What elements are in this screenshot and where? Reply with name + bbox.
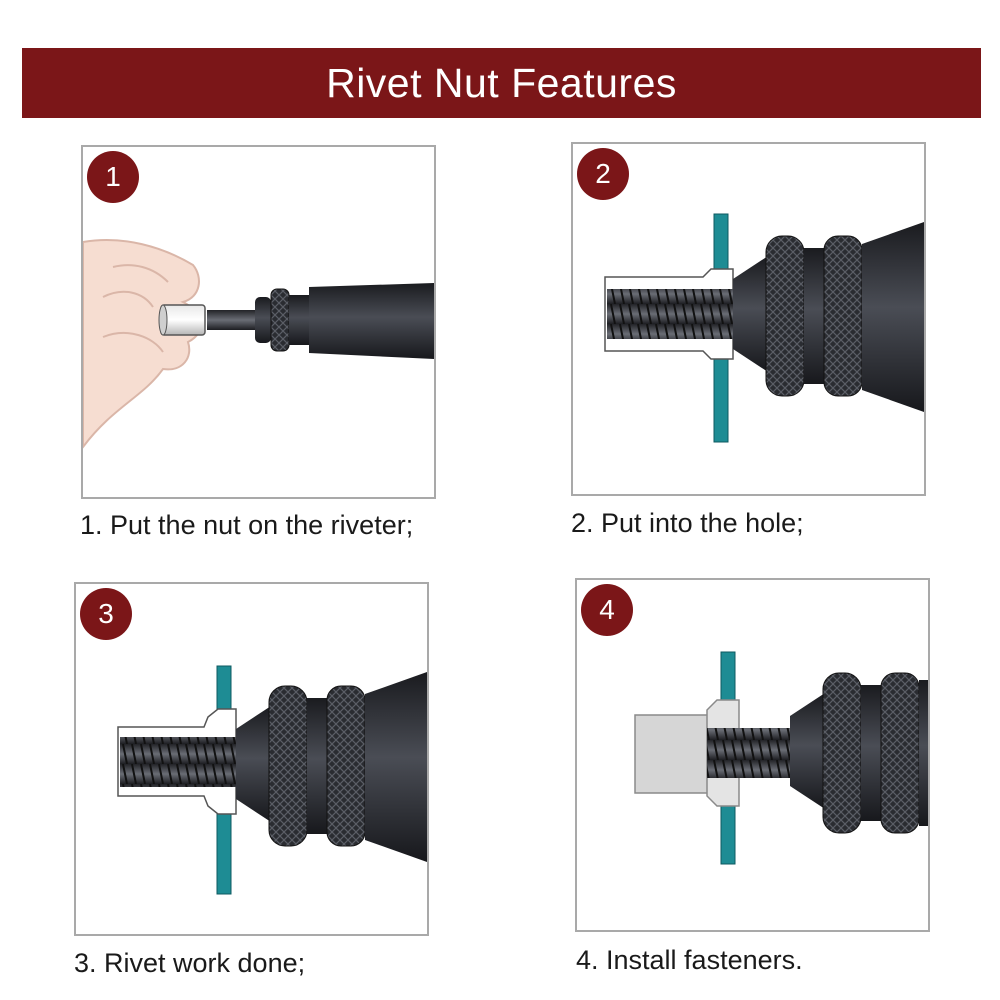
step-3-caption: 3. Rivet work done; xyxy=(74,948,306,978)
step-2-panel: 2 xyxy=(571,142,926,496)
step-4-badge: 4 xyxy=(581,584,633,636)
riveter-tool-icon xyxy=(236,672,427,862)
step-1-caption: 1. Put the nut on the riveter; xyxy=(80,510,414,540)
riveter-tool-icon xyxy=(790,672,928,834)
page-title: Rivet Nut Features xyxy=(326,59,677,106)
step-3-panel: 3 xyxy=(74,582,429,936)
bolt-icon xyxy=(707,728,792,778)
hand-icon xyxy=(83,238,202,449)
step-2-caption: 2. Put into the hole; xyxy=(571,508,804,538)
title-banner: Rivet Nut Features xyxy=(22,48,981,118)
bolt-icon xyxy=(607,289,737,339)
step-2-badge: 2 xyxy=(577,148,629,200)
step-1-badge: 1 xyxy=(87,151,139,203)
step-4-panel: 4 xyxy=(575,578,930,932)
bolt-icon xyxy=(120,737,238,787)
riveter-tool-icon xyxy=(733,222,924,412)
step-1-panel: 1 xyxy=(81,145,436,499)
step-4-caption: 4. Install fasteners. xyxy=(576,945,803,975)
riveter-tool-icon xyxy=(207,283,434,359)
step-4-illustration xyxy=(634,651,928,865)
step-3-badge: 3 xyxy=(80,588,132,640)
step-2-illustration xyxy=(604,213,924,443)
step-3-illustration xyxy=(117,665,427,895)
step-1-illustration xyxy=(83,238,434,449)
rivet-nut-icon xyxy=(158,304,206,336)
